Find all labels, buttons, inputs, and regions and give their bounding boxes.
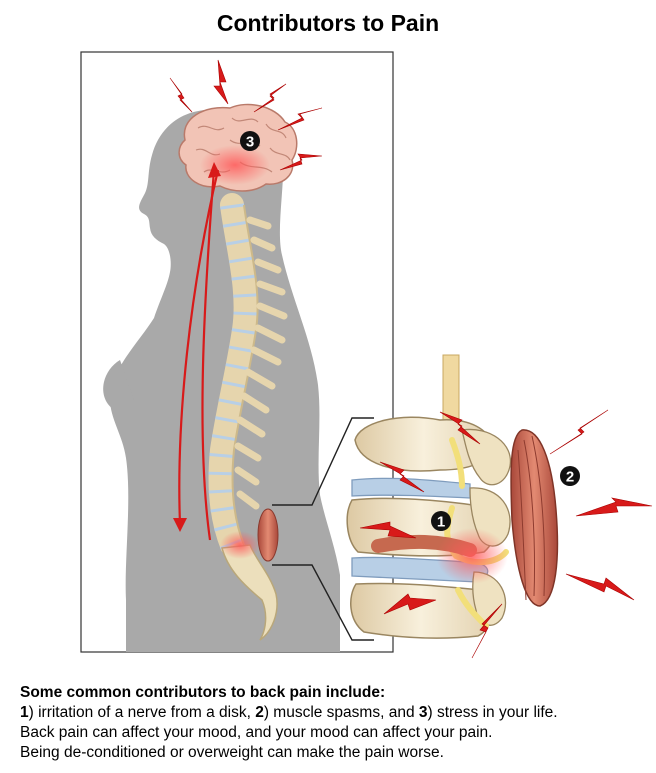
marker-3: 3 (240, 131, 260, 151)
caption-num-3: 3 (419, 704, 428, 721)
caption-text-1: ) irritation of a nerve from a disk, (29, 704, 256, 721)
pain-diagram: 3 1 2 (0, 0, 656, 680)
svg-text:2: 2 (566, 469, 574, 486)
marker-2: 2 (560, 466, 580, 486)
caption-line-1: 1) irritation of a nerve from a disk, 2)… (20, 703, 652, 723)
svg-text:1: 1 (437, 514, 445, 531)
caption-text-3: ) stress in your life. (428, 704, 558, 721)
marker-1: 1 (431, 511, 451, 531)
lumbar-muscle (258, 509, 278, 561)
nerve-glow (436, 528, 508, 584)
caption-num-1: 1 (20, 704, 29, 721)
lumbar-glow (220, 531, 260, 559)
caption-line-3: Being de-conditioned or overweight can m… (20, 743, 652, 763)
brain (179, 104, 297, 191)
caption-line-2: Back pain can affect your mood, and your… (20, 723, 652, 743)
upper-disc (352, 478, 470, 498)
svg-text:3: 3 (246, 134, 254, 151)
caption-text-2: ) muscle spasms, and (264, 704, 419, 721)
caption-heading: Some common contributors to back pain in… (20, 683, 652, 703)
caption: Some common contributors to back pain in… (20, 683, 652, 763)
caption-num-2: 2 (255, 704, 264, 721)
